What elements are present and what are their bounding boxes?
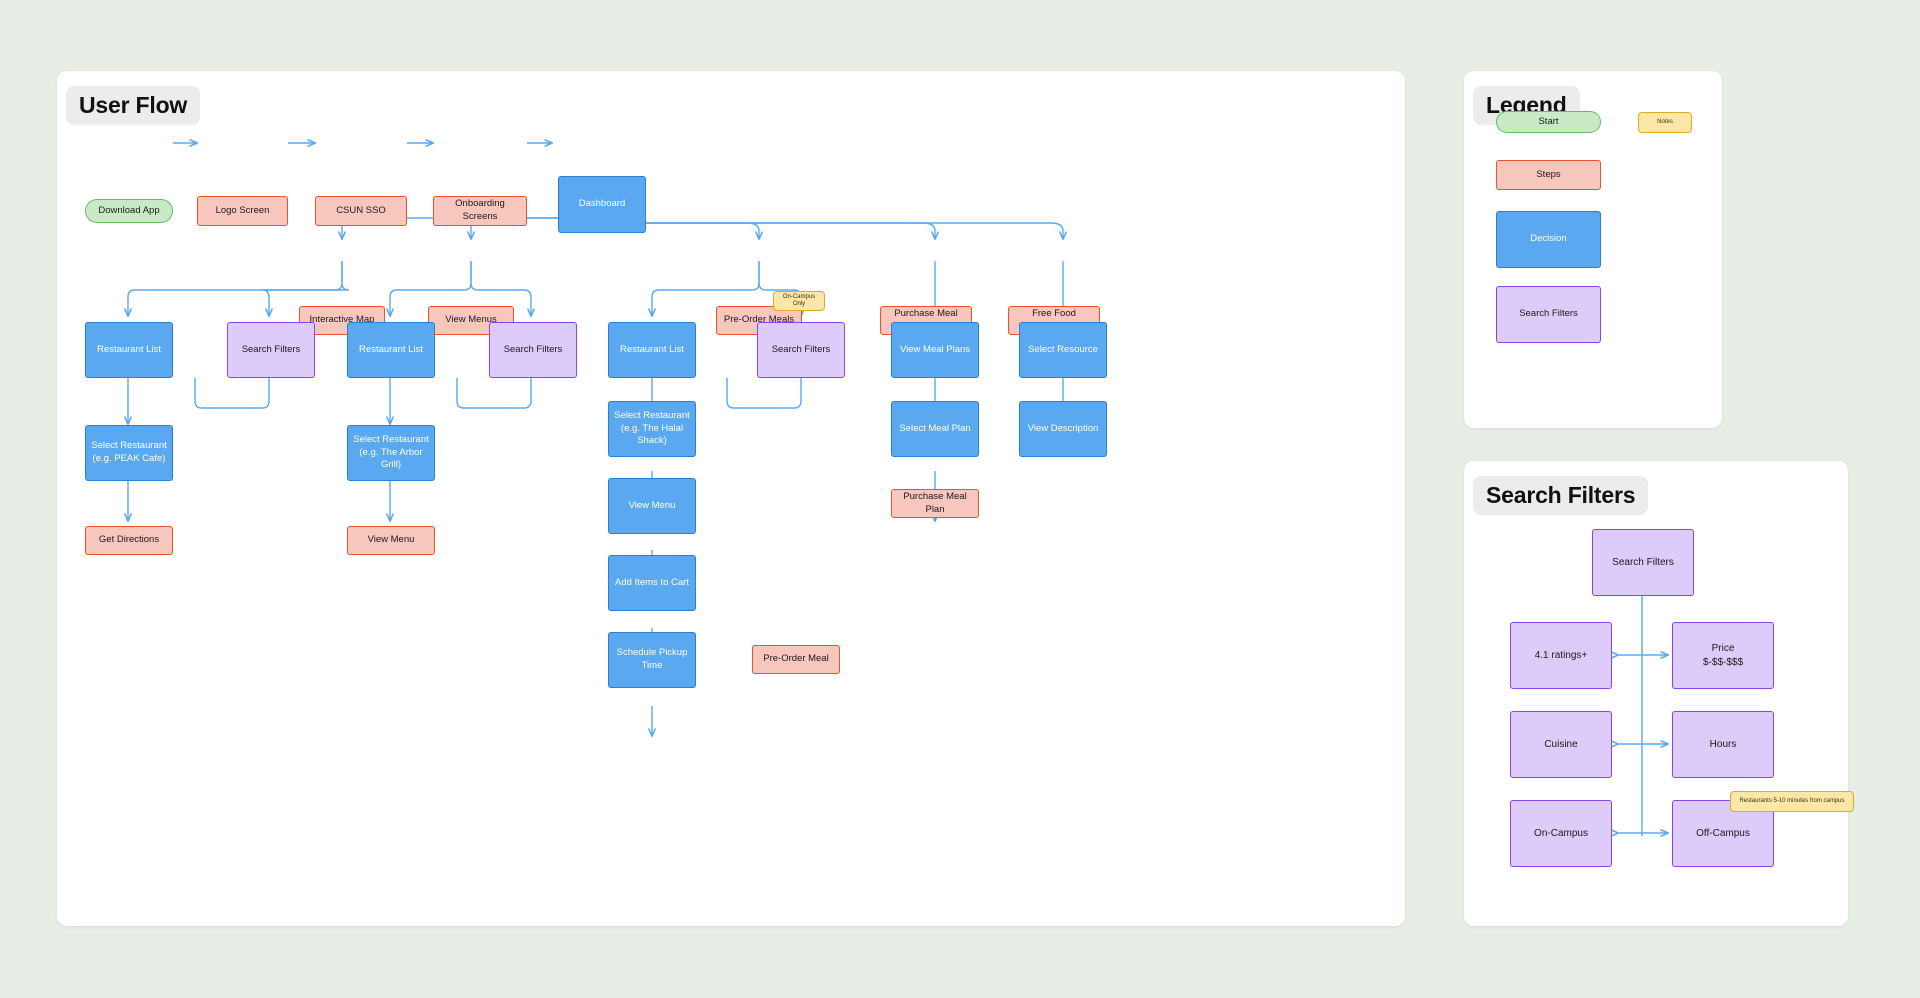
- note-off-campus-distance: Restaurants 5-10 minutes from campus: [1730, 791, 1854, 812]
- node-pre-order-meal[interactable]: Pre-Order Meal: [752, 645, 840, 674]
- node-label: View Menu: [628, 499, 676, 511]
- note-on-campus-only: On-Campus Only: [773, 291, 825, 311]
- node-preorder-restaurant-list[interactable]: Restaurant List: [608, 322, 696, 378]
- filters-node-hours[interactable]: Hours: [1672, 711, 1774, 778]
- filters-node-ratings[interactable]: 4.1 ratings+: [1510, 622, 1612, 689]
- legend-item-notes: Notes: [1638, 112, 1692, 133]
- node-get-directions[interactable]: Get Directions: [85, 526, 173, 555]
- legend-label: Notes: [1657, 118, 1673, 125]
- node-download-app[interactable]: Download App: [85, 199, 173, 223]
- node-menus-restaurant-list[interactable]: Restaurant List: [347, 322, 435, 378]
- node-purchase-meal-plan[interactable]: Purchase Meal Plan: [891, 489, 979, 518]
- node-label: Search Filters: [1612, 556, 1674, 568]
- node-view-description[interactable]: View Description: [1019, 401, 1107, 457]
- node-label: Restaurant List: [620, 343, 684, 355]
- legend-label: Decision: [1530, 233, 1567, 245]
- legend-label: Start: [1538, 115, 1559, 127]
- legend-panel: Legend Start Notes Steps Decision Search…: [1464, 71, 1722, 428]
- user-flow-panel: User Flow: [57, 71, 1405, 926]
- legend-item-start: Start: [1496, 111, 1601, 133]
- node-schedule-pickup-time[interactable]: Schedule Pickup Time: [608, 632, 696, 688]
- node-label: Pre-Order Meals: [723, 314, 795, 326]
- node-label: Download App: [98, 204, 160, 216]
- legend-item-search-filters: Search Filters: [1496, 286, 1601, 343]
- node-label: Cuisine: [1544, 738, 1578, 750]
- node-label: Select Resource: [1028, 343, 1098, 355]
- filters-node-cuisine[interactable]: Cuisine: [1510, 711, 1612, 778]
- search-filters-panel-title: Search Filters: [1473, 476, 1649, 515]
- node-label: Off-Campus: [1696, 827, 1750, 839]
- note-label: Restaurants 5-10 minutes from campus: [1739, 797, 1845, 804]
- legend-label: Search Filters: [1519, 308, 1578, 320]
- node-csun-sso[interactable]: CSUN SSO: [315, 196, 407, 226]
- node-label: View Meal Plans: [899, 343, 971, 355]
- node-label: Restaurant List: [97, 343, 161, 355]
- node-label: Schedule Pickup Time: [616, 647, 688, 671]
- node-preorder-view-menu[interactable]: View Menu: [608, 478, 696, 534]
- node-menus-view-menu[interactable]: View Menu: [347, 526, 435, 555]
- node-add-items-to-cart[interactable]: Add Items to Cart: [608, 555, 696, 611]
- node-label: Price $-$$-$$$: [1702, 643, 1744, 668]
- node-label: Search Filters: [241, 343, 301, 355]
- node-label: Restaurant List: [359, 343, 423, 355]
- user-flow-panel-title: User Flow: [66, 86, 201, 125]
- node-label: Hours: [1709, 738, 1737, 750]
- node-preorder-search-filters[interactable]: Search Filters: [757, 322, 845, 378]
- node-label: View Menu: [367, 534, 415, 546]
- node-label: Dashboard: [578, 198, 626, 210]
- node-label: Get Directions: [98, 534, 160, 546]
- node-menus-search-filters[interactable]: Search Filters: [489, 322, 577, 378]
- node-label: Search Filters: [503, 343, 563, 355]
- node-label: Add Items to Cart: [615, 576, 689, 588]
- node-label: Select Restaurant (e.g. The Arbor Grill): [353, 433, 429, 471]
- filters-node-on-campus[interactable]: On-Campus: [1510, 800, 1612, 867]
- node-select-resource[interactable]: Select Resource: [1019, 322, 1107, 378]
- node-dashboard[interactable]: Dashboard: [558, 176, 646, 233]
- node-label: View Menus: [445, 314, 497, 326]
- node-select-meal-plan[interactable]: Select Meal Plan: [891, 401, 979, 457]
- search-filters-panel: Search Filters Search Filters 4: [1464, 461, 1854, 926]
- node-map-restaurant-list[interactable]: Restaurant List: [85, 322, 173, 378]
- node-label: Onboarding Screens: [455, 198, 505, 222]
- legend-label: Steps: [1536, 168, 1561, 180]
- node-label: Pre-Order Meal: [763, 653, 829, 665]
- node-logo-screen[interactable]: Logo Screen: [197, 196, 288, 226]
- filters-node-price[interactable]: Price $-$$-$$$: [1672, 622, 1774, 689]
- node-label: On-Campus: [1534, 827, 1588, 839]
- node-label: Search Filters: [771, 343, 831, 355]
- node-label: Select Restaurant (e.g. PEAK Cafe): [91, 440, 167, 464]
- node-menus-select-restaurant[interactable]: Select Restaurant (e.g. The Arbor Grill): [347, 425, 435, 481]
- node-label: Purchase Meal Plan: [903, 490, 967, 515]
- node-map-search-filters[interactable]: Search Filters: [227, 322, 315, 378]
- node-onboarding-screens[interactable]: Onboarding Screens: [433, 196, 527, 226]
- node-preorder-select-restaurant[interactable]: Select Restaurant (e.g. The Halal Shack): [608, 401, 696, 457]
- node-label: View Description: [1027, 422, 1099, 434]
- filters-node-search-filters[interactable]: Search Filters: [1592, 529, 1694, 596]
- node-label: 4.1 ratings+: [1534, 649, 1588, 661]
- node-label: Logo Screen: [215, 204, 270, 216]
- node-label: Select Meal Plan: [899, 422, 971, 434]
- node-label: Interactive Map: [309, 314, 375, 326]
- node-map-select-restaurant[interactable]: Select Restaurant (e.g. PEAK Cafe): [85, 425, 173, 481]
- node-view-meal-plans[interactable]: View Meal Plans: [891, 322, 979, 378]
- legend-item-decision: Decision: [1496, 211, 1601, 268]
- node-label: CSUN SSO: [336, 204, 386, 216]
- note-label: On-Campus Only: [782, 293, 816, 307]
- node-label: Select Restaurant (e.g. The Halal Shack): [614, 409, 690, 447]
- legend-item-steps: Steps: [1496, 160, 1601, 190]
